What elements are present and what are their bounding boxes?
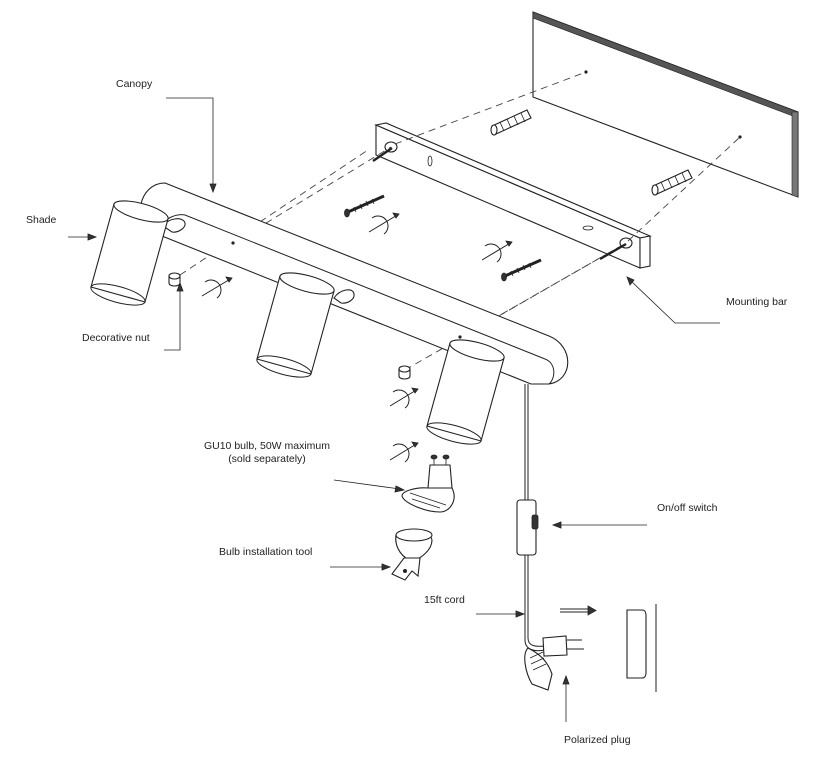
on-off-switch [516, 499, 539, 556]
label-gu10-bulb-line1: GU10 bulb, 50W maximum [203, 440, 331, 452]
label-polarized-plug: Polarized plug [564, 734, 631, 746]
plug-direction-arrow-icon [560, 605, 597, 616]
screw [344, 194, 385, 218]
label-on-off-switch: On/off switch [657, 502, 718, 514]
shade [256, 272, 355, 378]
rotate-arrow-icon [201, 276, 233, 299]
rotate-arrow-icon [389, 441, 419, 463]
label-bulb-installation-tool: Bulb installation tool [219, 546, 313, 558]
rotate-arrow-icon [389, 387, 419, 409]
rotate-arrow-icon [481, 240, 513, 263]
label-cord: 15ft cord [424, 594, 465, 606]
shade [90, 200, 186, 306]
screw [372, 147, 393, 162]
label-gu10-bulb: GU10 bulb, 50W maximum (sold separately) [178, 440, 356, 466]
wall-panel [532, 11, 799, 198]
wall-anchor [651, 169, 693, 196]
decorative-nut [168, 272, 181, 287]
mounting-bar [374, 122, 652, 269]
bulb-installation-tool [391, 528, 433, 581]
shade [426, 339, 505, 445]
label-mounting-bar: Mounting bar [726, 296, 788, 308]
decorative-nut [398, 365, 411, 380]
label-decorative-nut: Decorative nut [82, 332, 150, 344]
screw [599, 242, 627, 261]
leader-lines [68, 97, 720, 722]
wall-anchor [490, 109, 532, 136]
screw [501, 258, 542, 282]
wall-outlet [626, 604, 657, 692]
label-gu10-bulb-line2: (sold separately) [228, 453, 306, 465]
rotate-arrow-icon [368, 212, 400, 235]
gu10-bulb [401, 454, 455, 513]
canopy [139, 182, 569, 385]
polarized-plug [524, 635, 584, 691]
label-canopy: Canopy [116, 78, 153, 90]
label-shade: Shade [26, 214, 57, 226]
